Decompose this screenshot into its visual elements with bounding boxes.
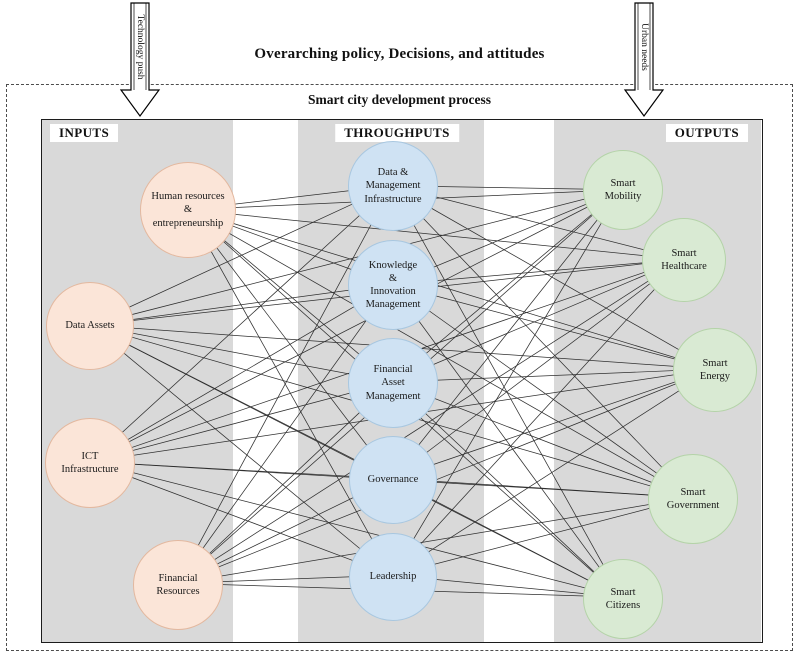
technology-push-arrow: Technology push [119, 2, 161, 118]
throughputs-node: Leadership [349, 533, 437, 621]
process-box: INPUTS THROUGHPUTS OUTPUTS Human resourc… [41, 119, 763, 643]
outputs-node: Smart Mobility [583, 150, 663, 230]
throughputs-node: Data & Management Infrastructure [348, 141, 438, 231]
overarching-heading: Overarching policy, Decisions, and attit… [254, 46, 545, 62]
outputs-node: Smart Energy [673, 328, 757, 412]
development-process-frame: Smart city development process INPUTS TH… [6, 84, 793, 651]
technology-push-label: Technology push [135, 14, 145, 79]
outputs-node: Smart Government [648, 454, 738, 544]
outputs-header: OUTPUTS [665, 124, 748, 142]
outputs-node: Smart Healthcare [642, 218, 726, 302]
throughputs-header: THROUGHPUTS [335, 124, 459, 142]
inputs-header: INPUTS [50, 124, 119, 142]
throughputs-node: Governance [349, 436, 437, 524]
throughputs-node: Knowledge & Innovation Management [348, 240, 438, 330]
process-title: Smart city development process [307, 92, 492, 107]
inputs-node: Data Assets [46, 282, 134, 370]
throughputs-node: Financial Asset Management [348, 338, 438, 428]
outputs-node: Smart Citizens [583, 559, 663, 639]
inputs-node: ICT Infrastructure [45, 418, 135, 508]
urban-needs-label: Urban needs [639, 23, 649, 71]
inputs-node: Financial Resources [133, 540, 223, 630]
inputs-node: Human resources & entrepreneurship [140, 162, 236, 258]
urban-needs-arrow: Urban needs [623, 2, 665, 118]
